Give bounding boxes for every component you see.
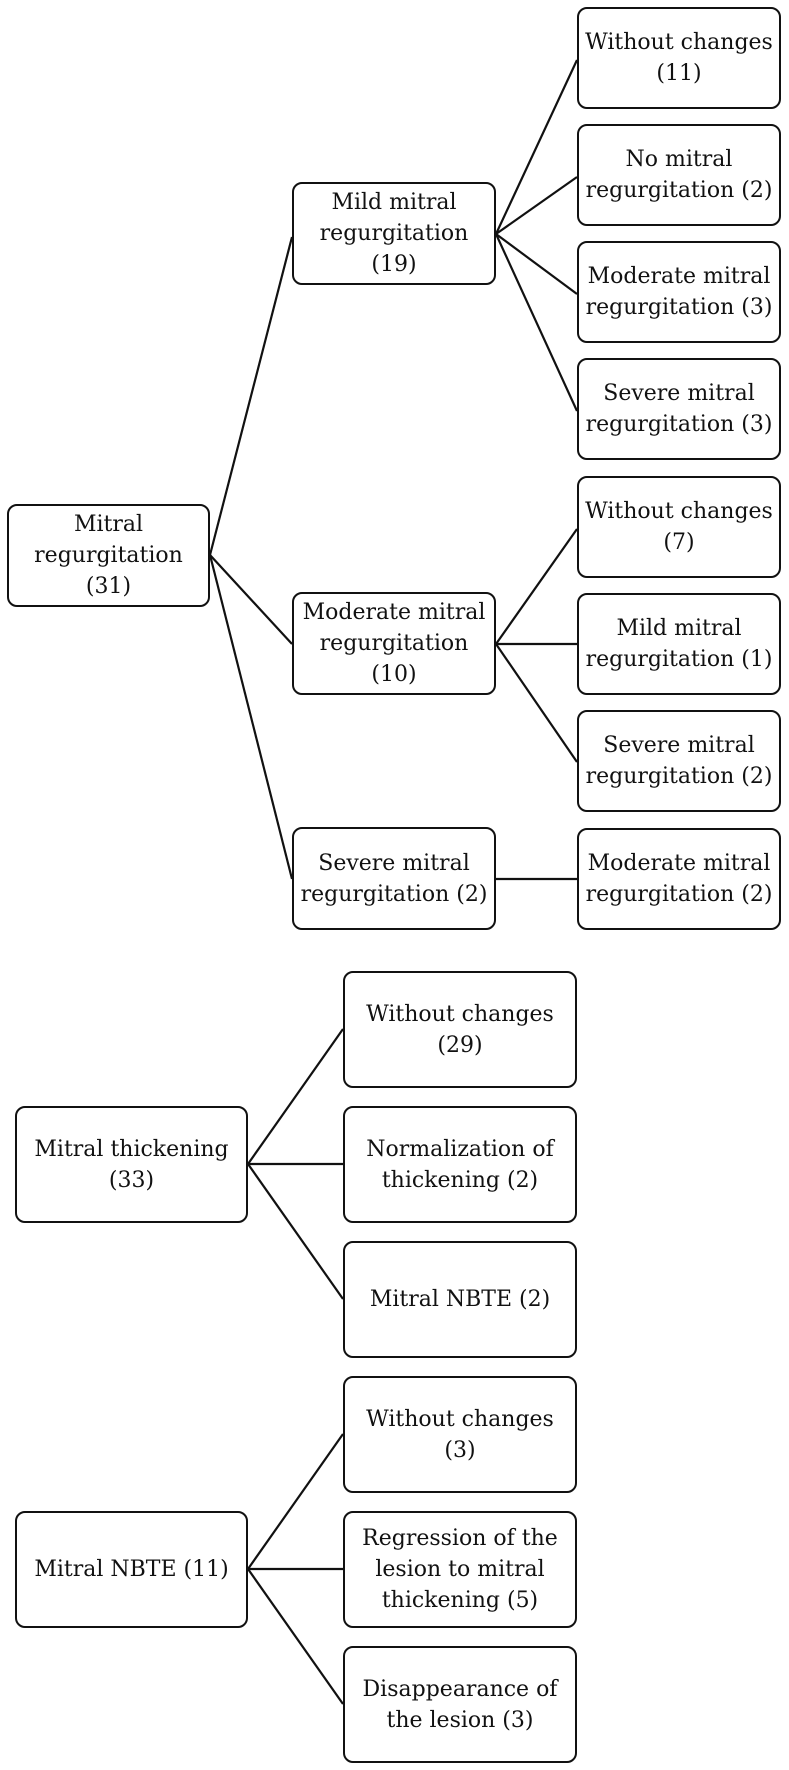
node-severe-mitral-regurgitation: Severe mitral regurgitation (2) <box>292 827 496 930</box>
outcome-severe-mitral-regurgitation: Severe mitral regurgitation (2) <box>577 710 781 812</box>
outcome-moderate-mitral-regurgitation: Moderate mitral regurgitation (2) <box>577 828 781 930</box>
outcome-severe-mitral-regurgitation: Severe mitral regurgitation (3) <box>577 358 781 460</box>
outcome-without-changes: Without changes (11) <box>577 7 781 109</box>
connector-line <box>208 554 294 880</box>
outcome-without-changes: Without changes (7) <box>577 476 781 578</box>
node-mitral-regurgitation: Mitral regurgitation (31) <box>7 504 210 607</box>
node-moderate-mitral-regurgitation: Moderate mitral regurgitation (10) <box>292 592 496 695</box>
node-mild-mitral-regurgitation: Mild mitral regurgitation (19) <box>292 182 496 285</box>
connector-line <box>209 554 293 645</box>
connector-line <box>247 1433 344 1570</box>
node-mitral-nbte: Mitral NBTE (11) <box>15 1511 248 1628</box>
outcome-normalization-of-thickening: Normalization of thickening (2) <box>343 1106 577 1223</box>
connector-line <box>247 1568 344 1705</box>
outcome-disappearance-of-lesion: Disappearance of the lesion (3) <box>343 1646 577 1763</box>
connector-line <box>494 233 579 412</box>
connector-line <box>208 236 294 556</box>
connector-line <box>247 1028 344 1165</box>
node-mitral-thickening: Mitral thickening (33) <box>15 1106 248 1223</box>
outcome-regression-to-mitral-thickening: Regression of the lesion to mitral thick… <box>343 1511 577 1628</box>
outcome-without-changes: Without changes (29) <box>343 971 577 1088</box>
outcome-moderate-mitral-regurgitation: Moderate mitral regurgitation (3) <box>577 241 781 343</box>
outcome-no-mitral-regurgitation: No mitral regurgitation (2) <box>577 124 781 226</box>
outcome-without-changes: Without changes (3) <box>343 1376 577 1493</box>
connector-line <box>495 59 578 235</box>
connector-line <box>495 528 578 645</box>
outcome-mild-mitral-regurgitation: Mild mitral regurgitation (1) <box>577 593 781 695</box>
connector-line <box>495 233 578 295</box>
connector-line <box>247 1163 344 1300</box>
connector-line <box>495 643 578 763</box>
connector-line <box>495 176 578 235</box>
outcome-mitral-nbte: Mitral NBTE (2) <box>343 1241 577 1358</box>
